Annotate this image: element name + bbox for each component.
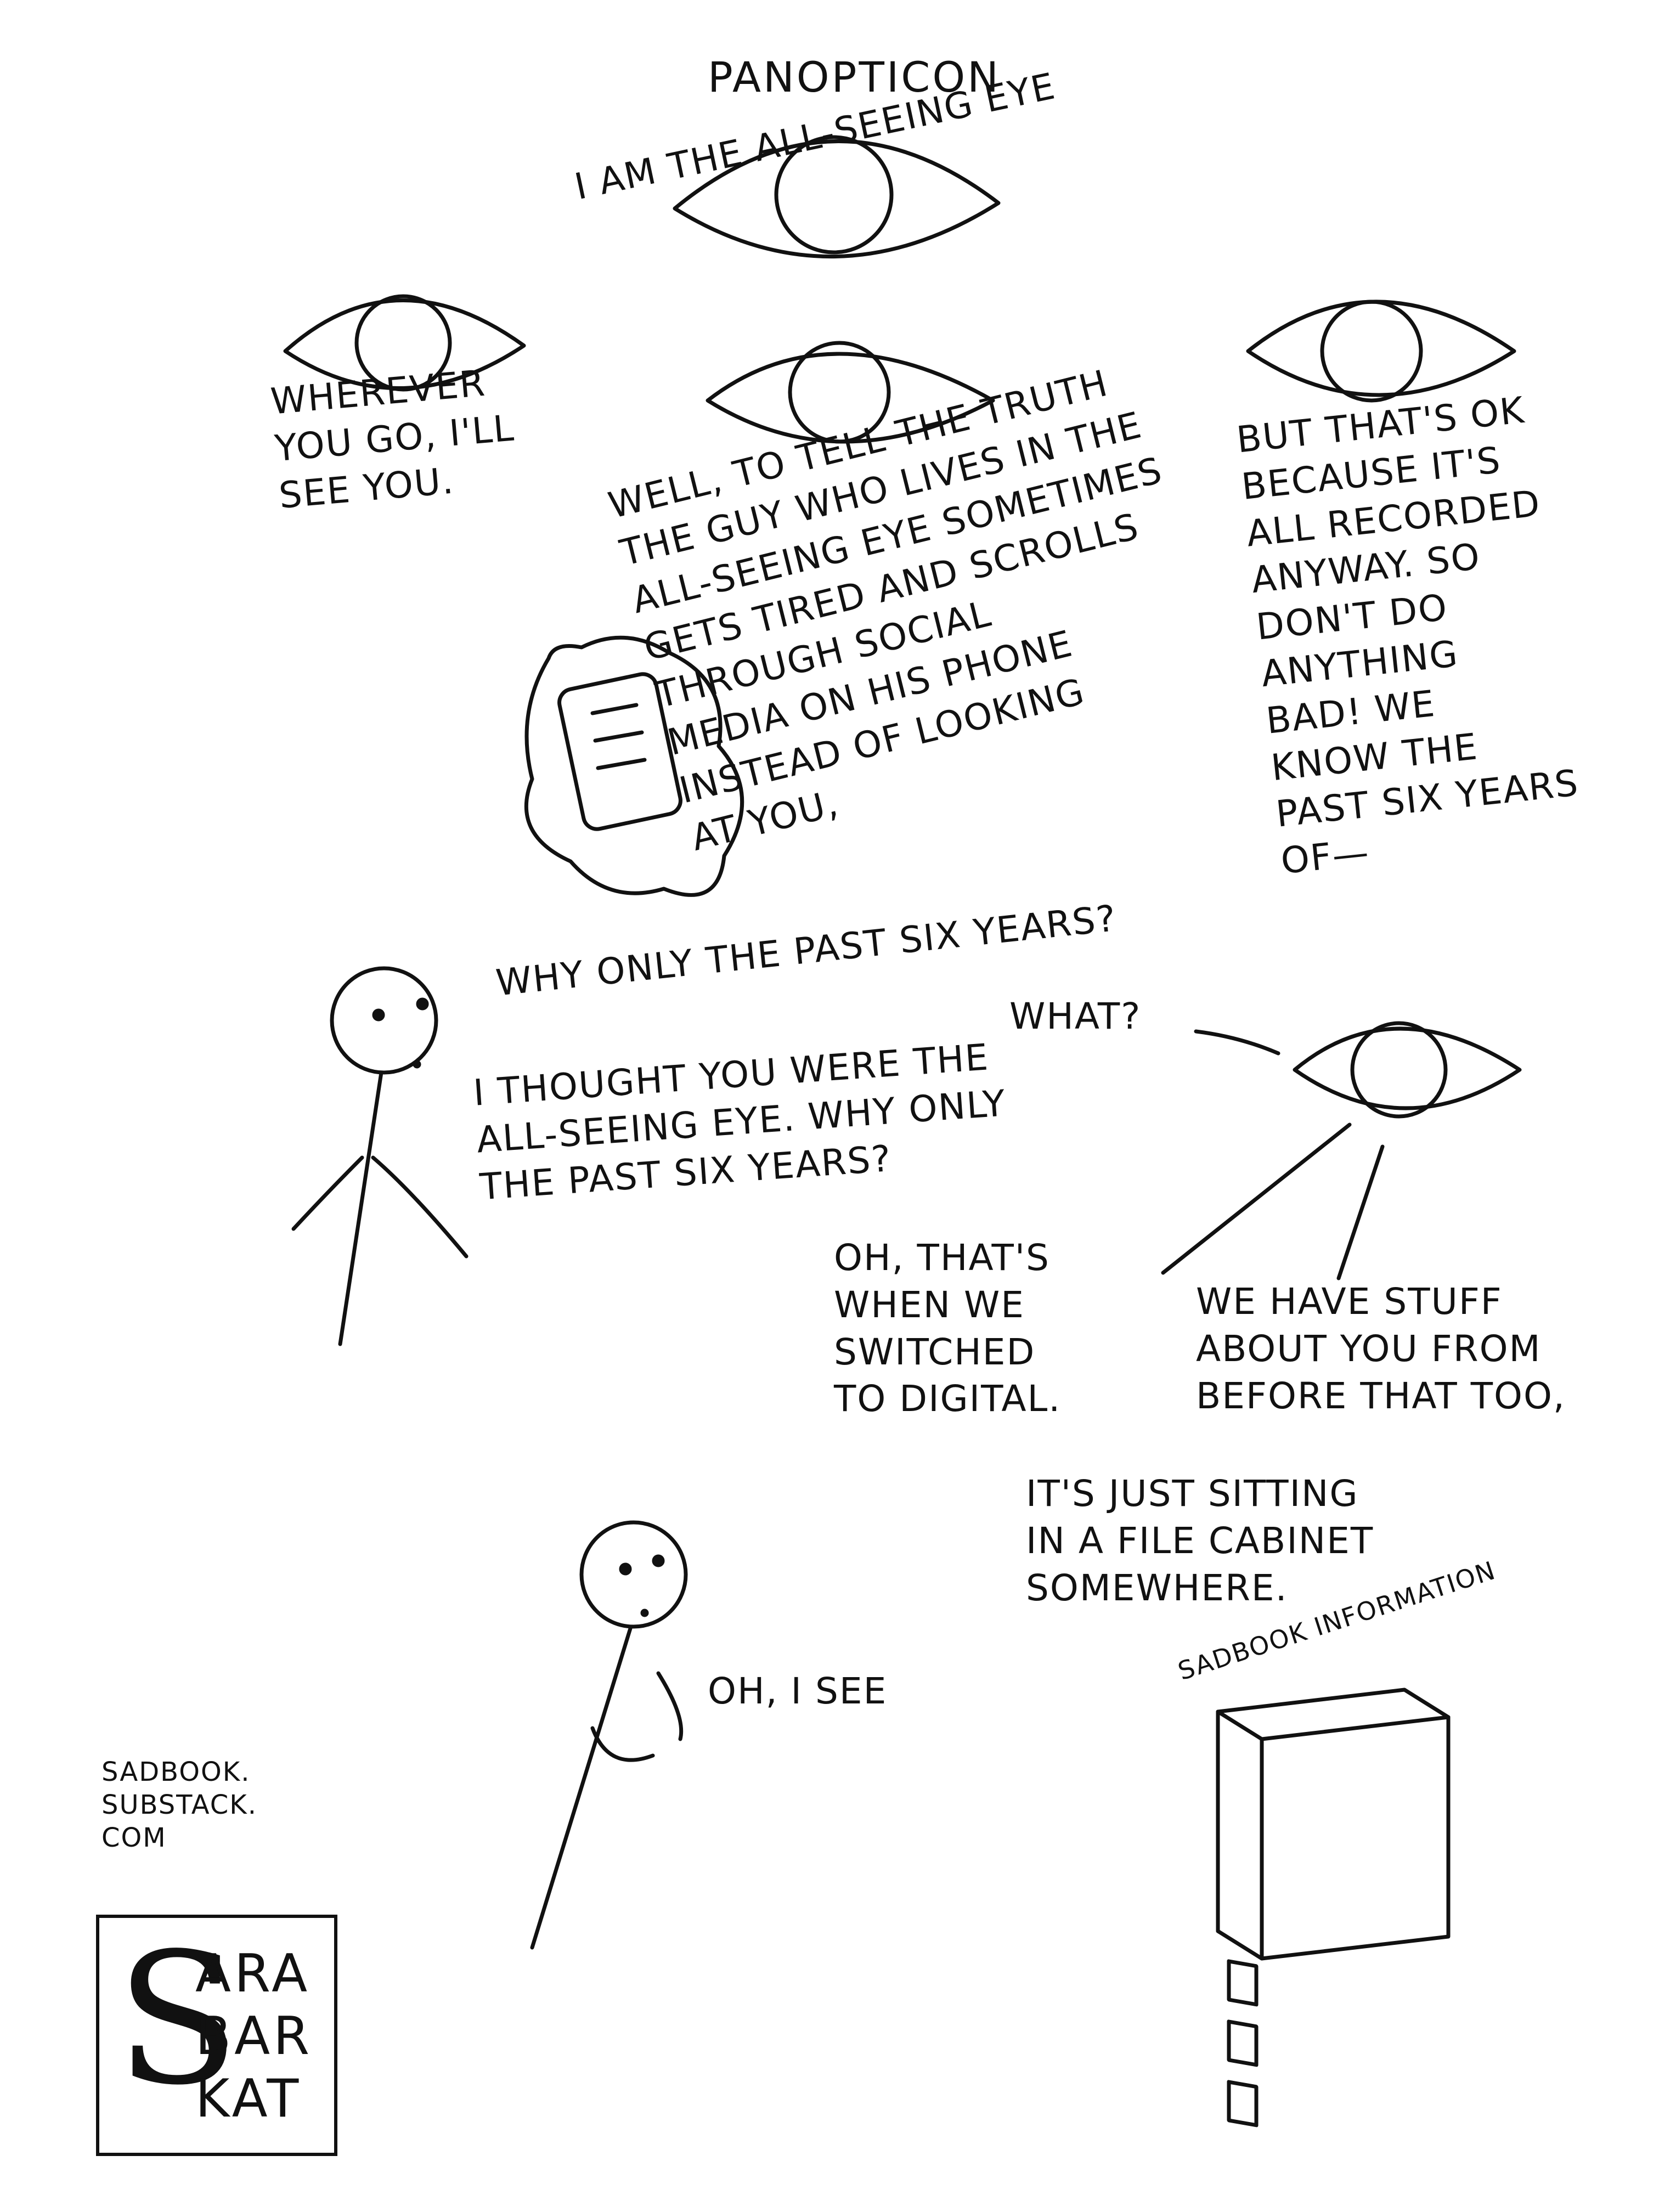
eye-top	[673, 135, 1001, 258]
stick-figure-2	[530, 1520, 688, 1950]
stick-figure-1	[291, 966, 469, 1346]
artist-logo: S ARA BAR KAT	[96, 1915, 337, 2156]
eye-middle	[706, 341, 995, 444]
comic-title: PANOPTICON	[708, 53, 1001, 101]
thought-cloud	[524, 635, 744, 897]
credit-url: SADBOOK. SUBSTACK. COM	[101, 1757, 257, 1853]
caption-wherever: WHEREVER YOU GO, I'LL SEE YOU.	[269, 362, 517, 517]
caption-all-recorded: BUT THAT'S OK BECAUSE IT'S ALL RECORDED …	[1234, 388, 1581, 883]
speech-file-cabinet: IT'S JUST SITTING IN A FILE CABINET SOME…	[1026, 1472, 1374, 1609]
speech-oh-i-see: OH, I SEE	[708, 1670, 888, 1712]
file-cabinet	[1216, 1688, 1451, 2128]
speech-switched-digital: OH, THAT'S WHEN WE SWITCHED TO DIGITAL.	[834, 1237, 1062, 1420]
logo-name: ARA BAR KAT	[195, 1944, 313, 2129]
speech-what: WHAT?	[1009, 995, 1142, 1037]
logo-initial: S	[116, 1914, 240, 2125]
eye-left	[283, 294, 526, 392]
eye-lower-right	[1293, 1021, 1522, 1119]
eye-right	[1246, 300, 1516, 403]
speech-stuff-before: WE HAVE STUFF ABOUT YOU FROM BEFORE THAT…	[1196, 1280, 1566, 1417]
